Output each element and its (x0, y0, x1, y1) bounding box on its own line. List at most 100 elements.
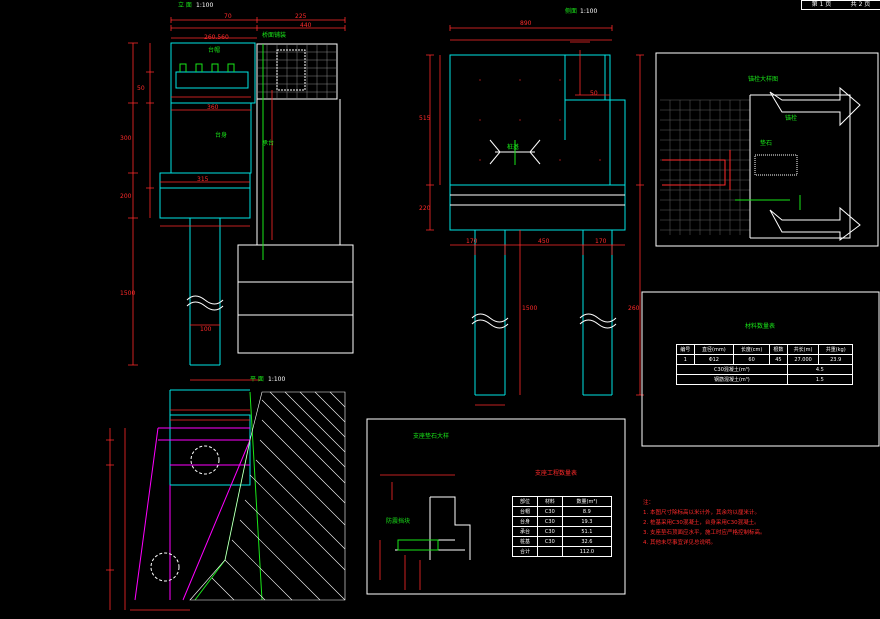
detail-c-title: 防震挡块 (386, 518, 411, 525)
dim-label: 70 (224, 13, 232, 20)
dim-label: 220 (419, 205, 431, 212)
plan-view-scale: 1:100 (268, 376, 286, 383)
table-cell: 112.0 (561, 546, 613, 557)
table-cell: C30 (536, 516, 563, 527)
bearing-table-title: 支座工程数量表 (535, 470, 578, 477)
table-cell: 1 (676, 354, 695, 365)
material-frame-border (641, 291, 880, 447)
dim-label: 200 (120, 193, 132, 200)
dim-label: 1500 (522, 305, 538, 312)
table-cell: 1.5 (786, 374, 854, 385)
pile-break-mark (186, 295, 224, 311)
plan-dimensions (106, 409, 250, 611)
dim-label: 100 (200, 326, 212, 333)
plan-view-title: 平 面 (250, 376, 264, 383)
dim-label: 300 (120, 135, 132, 142)
notes-heading: 注： (643, 500, 655, 506)
dim-label: 315 (197, 176, 209, 183)
dim-label: 170 (595, 238, 607, 245)
dim-label: 170 (466, 238, 478, 245)
detail-b-dimensions (379, 474, 455, 590)
table-cell: 23.9 (818, 354, 853, 365)
bearing-plate (397, 539, 439, 551)
table-header: 部位 (512, 496, 538, 507)
side-view-scale: 1:100 (196, 2, 214, 9)
dim-label: 440 (300, 22, 312, 29)
table-cell: 19.3 (561, 516, 613, 527)
fill-block (276, 49, 306, 91)
detail-b-title: 支座垫石大样 (413, 433, 450, 440)
leader-label: 桩基 (507, 144, 520, 151)
title-block: 第 1 页 共 2 页 (801, 0, 880, 10)
table-cell: C30 (536, 526, 563, 537)
table-header: 根数 (769, 344, 788, 355)
detail-a-leader (662, 150, 731, 190)
cap-step (175, 71, 249, 89)
table-cell: 台帽 (512, 506, 538, 517)
detail-a-border (655, 52, 879, 247)
table-cell: C30混凝土(m³) (676, 364, 788, 375)
table-cell: 51.1 (561, 526, 613, 537)
slope-hatch (189, 391, 346, 601)
table-cell: 钢筋混凝土(m³) (676, 374, 788, 385)
table-row: 钢筋混凝土(m³) 1.5 (676, 374, 854, 385)
detail-a-title: 锚栓大样图 (748, 76, 779, 83)
bearing-section (395, 496, 471, 560)
table-header-row: 部位 材料 数量(m³) (512, 496, 613, 507)
table-cell: 桩基 (512, 536, 538, 547)
note-line: 1. 本图尺寸除标高以米计外，其余均以厘米计。 (643, 510, 760, 516)
dim-label: 50 (590, 90, 598, 97)
dim-label: 260.560 (204, 34, 229, 41)
table-cell: 4.5 (786, 364, 854, 375)
dim-label: 50 (137, 85, 145, 92)
side-dimensions (128, 17, 346, 381)
dim-label: 260 (628, 305, 640, 312)
dim-label: 450 (538, 238, 550, 245)
plan-outline (169, 389, 250, 600)
direction-arrow (769, 86, 861, 241)
dim-label: 515 (419, 115, 431, 122)
note-line: 2. 桩基采用C30混凝土，台身采用C30混凝土。 (643, 520, 760, 526)
pile-cap (159, 187, 251, 219)
dim-label: 225 (295, 13, 307, 20)
table-row: C30混凝土(m³) 4.5 (676, 364, 854, 375)
material-table-title: 材料数量表 (745, 323, 776, 330)
table-cell: C30 (536, 536, 563, 547)
dim-label: 890 (520, 20, 532, 27)
front-dimensions (426, 25, 644, 406)
cap-layers (450, 194, 625, 206)
pile (189, 218, 221, 366)
table-header: 共长(m) (786, 344, 820, 355)
detail-a-anchor (735, 195, 801, 210)
leader-label: 台身 (215, 132, 228, 139)
detail-a-grid (660, 99, 751, 235)
dot-grid (479, 79, 601, 161)
pile-break-mark (471, 313, 617, 329)
table-row: 1 Φ12 60 45 27.000 23.9 (676, 354, 853, 365)
material-table: 编号 直径(mm) 长度(cm) 根数 共长(m) 共重(kg) 1 Φ12 6… (676, 344, 854, 385)
table-cell: 台身 (512, 516, 538, 527)
table-header: 材料 (536, 496, 563, 507)
detail-b-frame (366, 418, 626, 595)
table-header: 直径(mm) (693, 344, 735, 355)
side-view-title: 立 面 (178, 2, 192, 9)
front-backwall (564, 55, 626, 185)
backfill-layers (238, 281, 353, 316)
front-elevation-view (426, 25, 644, 406)
leader-label: 锚栓 (785, 115, 798, 122)
pile-circle (190, 445, 220, 475)
abutment-backfill (237, 244, 354, 354)
notes-block: 注： 1. 本图尺寸除标高以米计外，其余均以厘米计。 2. 桩基采用C30混凝土… (643, 498, 766, 548)
table-cell (536, 546, 563, 557)
note-line: 3. 支座垫石顶面应水平，施工时应严格控制标高。 (643, 530, 766, 536)
table-cell: 8.9 (561, 506, 613, 517)
leader-label: 台帽 (208, 47, 221, 54)
note-line: 4. 其他未尽事宜详见总说明。 (643, 540, 716, 546)
